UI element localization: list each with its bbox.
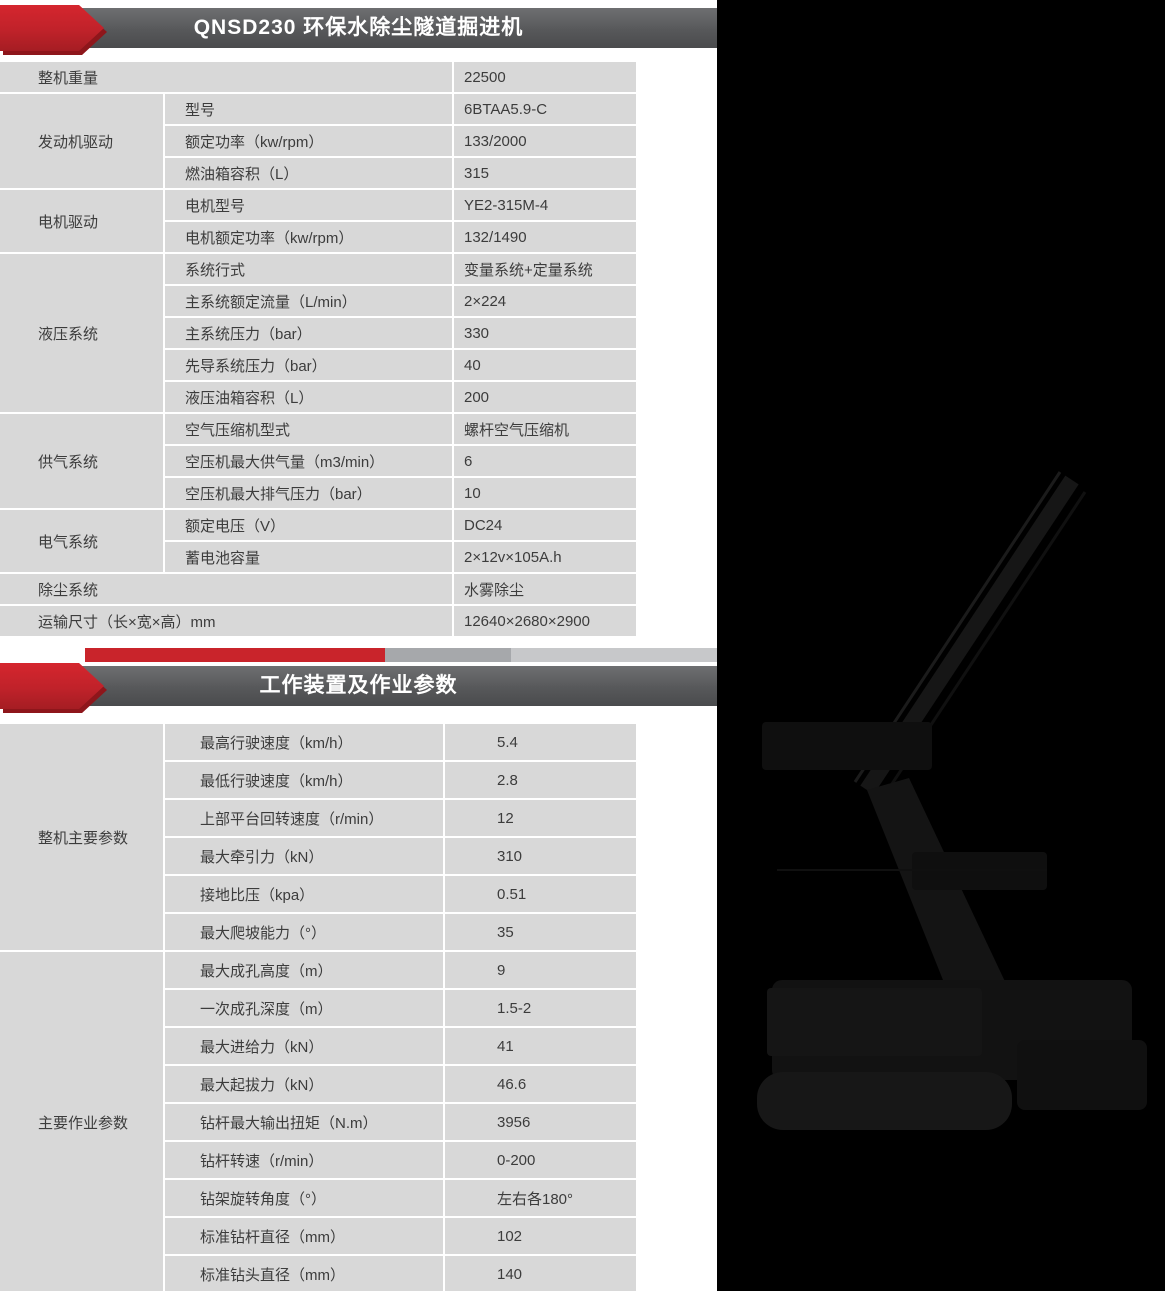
spec-param-label: 主系统压力（bar） — [165, 318, 452, 348]
machine-photo-panel — [717, 0, 1165, 1291]
strip-silver-segment — [511, 648, 717, 662]
work-value: 41 — [445, 1028, 636, 1064]
page-title: QNSD230 环保水除尘隧道掘进机 — [193, 16, 524, 39]
spec-value: 12640×2680×2900 — [454, 606, 636, 636]
spec-content-panel: QNSD230 环保水除尘隧道掘进机 整机重量 22500 发动机驱动 型号 6… — [0, 0, 717, 1291]
spec-table: 整机重量 22500 发动机驱动 型号 6BTAA5.9-C 额定功率（kw/r… — [0, 62, 636, 636]
spec-param-label: 燃油箱容积（L） — [165, 158, 452, 188]
work-param-label: 上部平台回转速度（r/min） — [165, 800, 443, 836]
spec-group-label: 运输尺寸（长×宽×高）mm — [0, 606, 452, 636]
red-arrow-ribbon-icon — [0, 663, 104, 709]
work-param-label: 钻架旋转角度（°） — [165, 1180, 443, 1216]
section-title: 工作装置及作业参数 — [259, 674, 458, 697]
work-value: 140 — [445, 1256, 636, 1291]
spec-value: 螺杆空气压缩机 — [454, 414, 636, 444]
banner-bar — [58, 8, 717, 48]
work-param-label: 标准钻头直径（mm） — [165, 1256, 443, 1291]
work-param-label: 钻杆转速（r/min） — [165, 1142, 443, 1178]
work-value: 46.6 — [445, 1066, 636, 1102]
work-param-label: 最大起拔力（kN） — [165, 1066, 443, 1102]
spec-param-label: 空压机最大供气量（m3/min） — [165, 446, 452, 476]
spec-value: 132/1490 — [454, 222, 636, 252]
spec-param-label: 系统行式 — [165, 254, 452, 284]
header-banner-work-params: 工作装置及作业参数 — [0, 663, 717, 713]
work-param-label: 最高行驶速度（km/h） — [165, 724, 443, 760]
work-group-label: 主要作业参数 — [0, 952, 163, 1291]
spec-group-label: 电机驱动 — [0, 190, 163, 252]
spec-value: 200 — [454, 382, 636, 412]
spec-param-label: 额定电压（V） — [165, 510, 452, 540]
spec-value: 2×224 — [454, 286, 636, 316]
spec-param-label: 电机额定功率（kw/rpm） — [165, 222, 452, 252]
spec-group-label: 电气系统 — [0, 510, 163, 572]
spec-group-label: 液压系统 — [0, 254, 163, 412]
spec-param-label: 电机型号 — [165, 190, 452, 220]
spec-param-label: 先导系统压力（bar） — [165, 350, 452, 380]
work-param-label: 最大爬坡能力（°） — [165, 914, 443, 950]
spec-param-label: 液压油箱容积（L） — [165, 382, 452, 412]
spec-param-label: 型号 — [165, 94, 452, 124]
spec-value: 330 — [454, 318, 636, 348]
work-param-label: 最低行驶速度（km/h） — [165, 762, 443, 798]
spec-value: 10 — [454, 478, 636, 508]
spec-param-label: 主系统额定流量（L/min） — [165, 286, 452, 316]
work-value: 310 — [445, 838, 636, 874]
work-value: 35 — [445, 914, 636, 950]
section-divider-strip — [85, 648, 717, 662]
work-param-label: 最大成孔高度（m） — [165, 952, 443, 988]
work-value: 左右各180° — [445, 1180, 636, 1216]
work-value: 12 — [445, 800, 636, 836]
spec-value: 40 — [454, 350, 636, 380]
spec-param-label: 空压机最大排气压力（bar） — [165, 478, 452, 508]
strip-red-segment — [85, 648, 385, 662]
work-value: 2.8 — [445, 762, 636, 798]
work-param-label: 最大牵引力（kN） — [165, 838, 443, 874]
spec-value: 水雾除尘 — [454, 574, 636, 604]
work-value: 0-200 — [445, 1142, 636, 1178]
spec-value: YE2-315M-4 — [454, 190, 636, 220]
strip-gray-segment — [385, 648, 511, 662]
work-param-label: 接地比压（kpa） — [165, 876, 443, 912]
spec-group-label: 供气系统 — [0, 414, 163, 508]
spec-value: 6 — [454, 446, 636, 476]
work-param-label: 标准钻杆直径（mm） — [165, 1218, 443, 1254]
machine-photo — [757, 471, 1147, 1130]
spec-group-label: 除尘系统 — [0, 574, 452, 604]
work-value: 9 — [445, 952, 636, 988]
work-param-label: 最大进给力（kN） — [165, 1028, 443, 1064]
spec-group-label: 发动机驱动 — [0, 94, 163, 188]
spec-value: 22500 — [454, 62, 636, 92]
spec-value: 变量系统+定量系统 — [454, 254, 636, 284]
spec-value: 2×12v×105A.h — [454, 542, 636, 572]
work-value: 3956 — [445, 1104, 636, 1140]
spec-param-label: 蓄电池容量 — [165, 542, 452, 572]
spec-value: 133/2000 — [454, 126, 636, 156]
work-group-label: 整机主要参数 — [0, 724, 163, 950]
spec-value: 6BTAA5.9-C — [454, 94, 636, 124]
spec-value: 315 — [454, 158, 636, 188]
spec-param-label: 额定功率（kw/rpm） — [165, 126, 452, 156]
banner-bar — [58, 666, 717, 706]
work-param-label: 一次成孔深度（m） — [165, 990, 443, 1026]
spec-param-label: 空气压缩机型式 — [165, 414, 452, 444]
work-value: 102 — [445, 1218, 636, 1254]
work-value: 1.5-2 — [445, 990, 636, 1026]
red-arrow-ribbon-icon — [0, 5, 104, 51]
work-param-label: 钻杆最大输出扭矩（N.m） — [165, 1104, 443, 1140]
spec-value: DC24 — [454, 510, 636, 540]
spec-group-label: 整机重量 — [0, 62, 452, 92]
header-banner-main: QNSD230 环保水除尘隧道掘进机 — [0, 5, 717, 55]
work-value: 5.4 — [445, 724, 636, 760]
work-params-table: 整机主要参数 最高行驶速度（km/h） 5.4 最低行驶速度（km/h） 2.8… — [0, 724, 636, 1291]
work-value: 0.51 — [445, 876, 636, 912]
